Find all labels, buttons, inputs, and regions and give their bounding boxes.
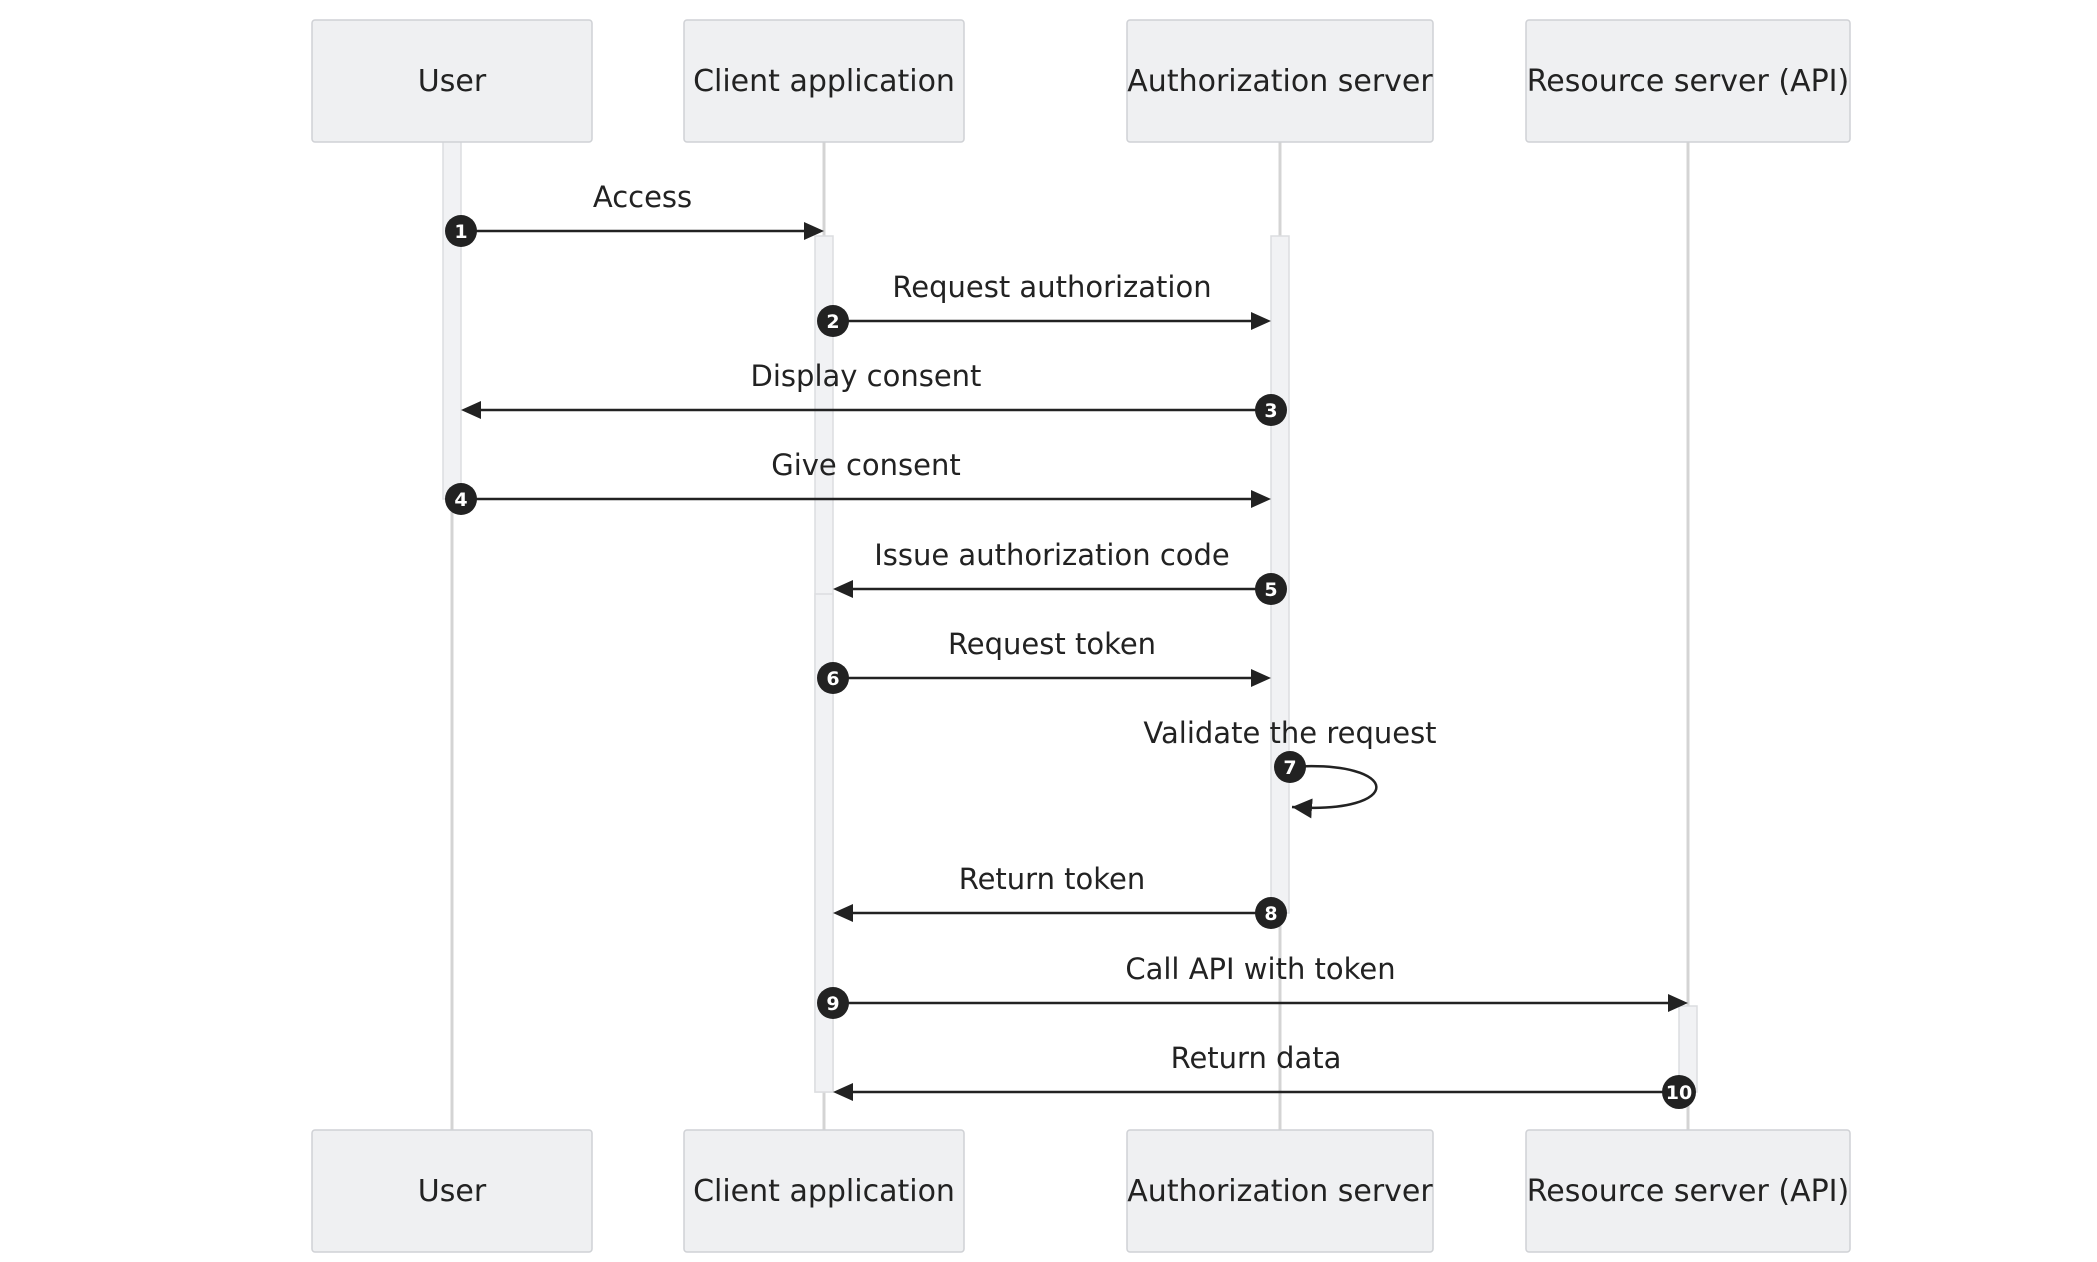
message-label: Call API with token: [1125, 952, 1395, 986]
message-7: Validate the request 7: [1143, 716, 1437, 819]
arrowhead: [833, 904, 853, 922]
participant-box: [1126, 19, 1434, 143]
participant-auth-bottom: Authorization server: [1126, 1129, 1434, 1253]
participant-box: [683, 19, 965, 143]
step-number: 1: [454, 221, 467, 243]
participant-label: Authorization server: [1127, 64, 1433, 99]
message-label: Give consent: [771, 448, 961, 482]
step-number: 8: [1264, 903, 1277, 925]
message-label: Request token: [948, 627, 1156, 661]
participant-label: Resource server (API): [1527, 1174, 1850, 1209]
message-arrow: [1288, 764, 1378, 819]
participant-box: [1525, 19, 1851, 143]
participant-box: [1126, 1129, 1434, 1253]
participant-user-bottom: User: [311, 1129, 593, 1253]
participant-auth-top: Authorization server: [1126, 19, 1434, 143]
activation-bar-client: [814, 593, 834, 1093]
participant-user-top: User: [311, 19, 593, 143]
participant-label: Authorization server: [1127, 1174, 1433, 1209]
message-8: Return token 8: [833, 862, 1287, 929]
arrowhead: [1251, 312, 1271, 330]
message-4: Give consent 4: [445, 448, 1271, 515]
step-number-badge: 2: [817, 305, 849, 337]
message-6: Request token 6: [817, 627, 1271, 694]
arrowhead: [461, 401, 481, 419]
participant-label: User: [418, 1174, 487, 1209]
participant-client-top: Client application: [683, 19, 965, 143]
message-label: Validate the request: [1143, 716, 1436, 750]
participant-client-bottom: Client application: [683, 1129, 965, 1253]
step-number: 6: [826, 668, 839, 690]
message-10: Return data 10: [833, 1041, 1696, 1109]
step-number-badge: 9: [817, 987, 849, 1019]
participant-box: [683, 1129, 965, 1253]
step-number: 3: [1264, 400, 1277, 422]
participant-label: Client application: [693, 1174, 955, 1209]
message-label: Display consent: [751, 359, 982, 393]
step-number-badge: 4: [445, 483, 477, 515]
participant-label: Resource server (API): [1527, 64, 1850, 99]
participant-label: User: [418, 64, 487, 99]
step-number: 9: [826, 993, 839, 1015]
message-1: Access 1: [445, 180, 824, 247]
step-number-badge: 8: [1255, 897, 1287, 929]
arrowhead: [833, 580, 853, 598]
step-number-badge: 1: [445, 215, 477, 247]
participant-label: Client application: [693, 64, 955, 99]
step-number: 10: [1666, 1082, 1692, 1104]
step-number-badge: 7: [1274, 751, 1306, 783]
participant-resource-top: Resource server (API): [1525, 19, 1851, 143]
arrowhead: [1668, 994, 1688, 1012]
arrowhead: [1251, 669, 1271, 687]
participant-box: [311, 19, 593, 143]
activation-bar-user: [442, 140, 462, 500]
participant-box: [311, 1129, 593, 1253]
message-label: Request authorization: [892, 270, 1211, 304]
message-9: Call API with token 9: [817, 952, 1688, 1019]
message-2: Request authorization 2: [817, 270, 1271, 337]
participant-resource-bottom: Resource server (API): [1525, 1129, 1851, 1253]
message-label: Return data: [1171, 1041, 1342, 1075]
message-5: Issue authorization code 5: [833, 538, 1287, 605]
step-number: 7: [1283, 757, 1296, 779]
step-number-badge: 6: [817, 662, 849, 694]
arrowhead: [804, 222, 824, 240]
message-3: Display consent 3: [461, 359, 1287, 426]
step-number: 2: [826, 311, 839, 333]
arrowhead: [1251, 490, 1271, 508]
message-label: Return token: [959, 862, 1146, 896]
participant-box: [1525, 1129, 1851, 1253]
message-label: Issue authorization code: [874, 538, 1230, 572]
arrowhead: [833, 1083, 853, 1101]
step-number-badge: 10: [1662, 1075, 1696, 1109]
step-number-badge: 5: [1255, 573, 1287, 605]
step-number-badge: 3: [1255, 394, 1287, 426]
step-number: 4: [454, 489, 467, 511]
message-label: Access: [593, 180, 692, 214]
step-number: 5: [1264, 579, 1277, 601]
